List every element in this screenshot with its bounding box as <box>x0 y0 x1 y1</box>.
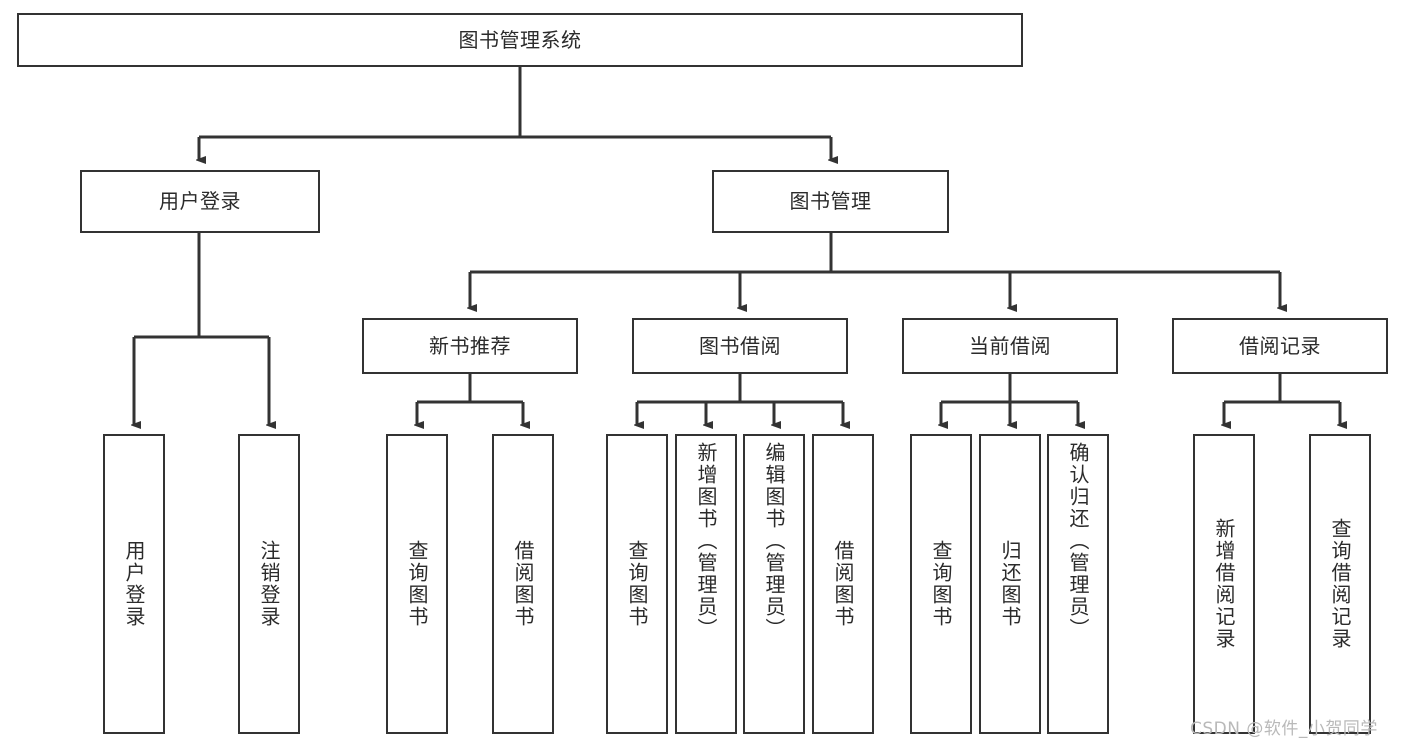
node-label: 新增借阅记录 <box>1212 518 1236 650</box>
leaf-current-confirm-return-admin[interactable]: 确认归还（管理员） <box>1047 434 1109 734</box>
node-current-borrow[interactable]: 当前借阅 <box>902 318 1118 374</box>
node-label: 当前借阅 <box>969 333 1051 358</box>
node-label: 查询图书 <box>625 540 649 628</box>
leaf-current-query-book[interactable]: 查询图书 <box>910 434 972 734</box>
node-label: 借阅图书 <box>831 540 855 628</box>
node-new-book-recommend[interactable]: 新书推荐 <box>362 318 578 374</box>
node-label: 借阅图书 <box>511 540 535 628</box>
leaf-borrow-edit-book-admin[interactable]: 编辑图书（管理员） <box>743 434 805 734</box>
node-label: 图书借阅 <box>699 333 781 358</box>
node-label: 新书推荐 <box>429 333 511 358</box>
node-label: 图书管理系统 <box>458 27 582 52</box>
node-label: 新增图书（管理员） <box>694 442 718 640</box>
node-label: 编辑图书（管理员） <box>762 442 786 640</box>
node-label: 用户登录 <box>122 540 146 628</box>
leaf-record-add-borrow-record[interactable]: 新增借阅记录 <box>1193 434 1255 734</box>
leaf-user-login-login[interactable]: 用户登录 <box>103 434 165 734</box>
node-label: 查询借阅记录 <box>1328 518 1352 650</box>
leaf-borrow-query-book[interactable]: 查询图书 <box>606 434 668 734</box>
node-label: 图书管理 <box>789 189 872 213</box>
node-label: 注销登录 <box>257 540 281 628</box>
leaf-borrow-borrow-book[interactable]: 借阅图书 <box>812 434 874 734</box>
leaf-record-query-borrow-record[interactable]: 查询借阅记录 <box>1309 434 1371 734</box>
node-label: 查询图书 <box>929 540 953 628</box>
node-label: 用户登录 <box>159 189 241 213</box>
leaf-new-book-borrow-book[interactable]: 借阅图书 <box>492 434 554 734</box>
node-label: 借阅记录 <box>1239 333 1321 358</box>
node-user-login[interactable]: 用户登录 <box>80 170 320 233</box>
leaf-borrow-add-book-admin[interactable]: 新增图书（管理员） <box>675 434 737 734</box>
node-root-book-management-system[interactable]: 图书管理系统 <box>17 13 1023 67</box>
node-book-management[interactable]: 图书管理 <box>712 170 949 233</box>
leaf-new-book-query-book[interactable]: 查询图书 <box>386 434 448 734</box>
node-label: 确认归还（管理员） <box>1066 442 1090 640</box>
node-book-borrow[interactable]: 图书借阅 <box>632 318 848 374</box>
node-borrow-record[interactable]: 借阅记录 <box>1172 318 1388 374</box>
node-label: 查询图书 <box>405 540 429 628</box>
leaf-user-login-logout[interactable]: 注销登录 <box>238 434 300 734</box>
watermark-text: CSDN @软件_小贺同学 <box>1190 719 1378 739</box>
leaf-current-return-book[interactable]: 归还图书 <box>979 434 1041 734</box>
node-label: 归还图书 <box>998 540 1022 628</box>
